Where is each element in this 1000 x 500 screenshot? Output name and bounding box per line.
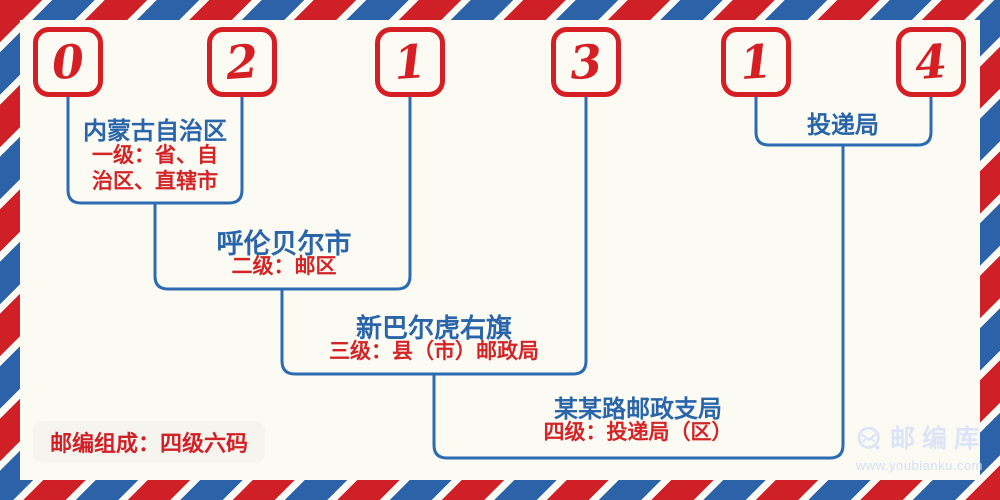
delivery-office-label: 投递局 [807,113,879,139]
level-2-desc: 二级：邮区 [231,254,337,278]
level-4-desc: 四级：投递局（区） [543,420,733,444]
level-1-title: 内蒙古自治区 [83,119,227,145]
digit-3: 1 [392,33,428,91]
level-1-desc: 一级：省、自 治区、直辖市 [92,143,218,193]
level-3-desc: 三级：县（市）邮政局 [329,339,539,363]
brand-url: www.youbianku.com [856,458,983,473]
digit-2: 2 [224,33,260,91]
level-2-title: 呼伦贝尔市 [216,229,352,259]
digit-box-3: 1 [375,27,445,97]
digit-5: 1 [738,33,774,91]
brand-name: 邮编库 [889,425,986,453]
digit-box-6: 4 [896,27,966,97]
diagram-canvas [20,20,980,480]
footer-note: 邮编组成：四级六码 [50,431,249,456]
digit-box-2: 2 [207,27,277,97]
youbianku-logo-icon [857,426,880,450]
level-4-title: 某某路邮政支局 [554,397,722,423]
digit-1: 0 [50,33,86,91]
digit-box-4: 3 [551,27,621,97]
level-3-title: 新巴尔虎右旗 [355,314,513,343]
watermark: 邮编库 www.youbianku.com [856,423,986,474]
digit-4: 3 [568,33,604,91]
digit-box-1: 0 [33,27,103,97]
digit-6: 4 [913,33,949,91]
footer-note-pill: 邮编组成：四级六码 [33,421,266,463]
digit-box-5: 1 [721,27,791,97]
